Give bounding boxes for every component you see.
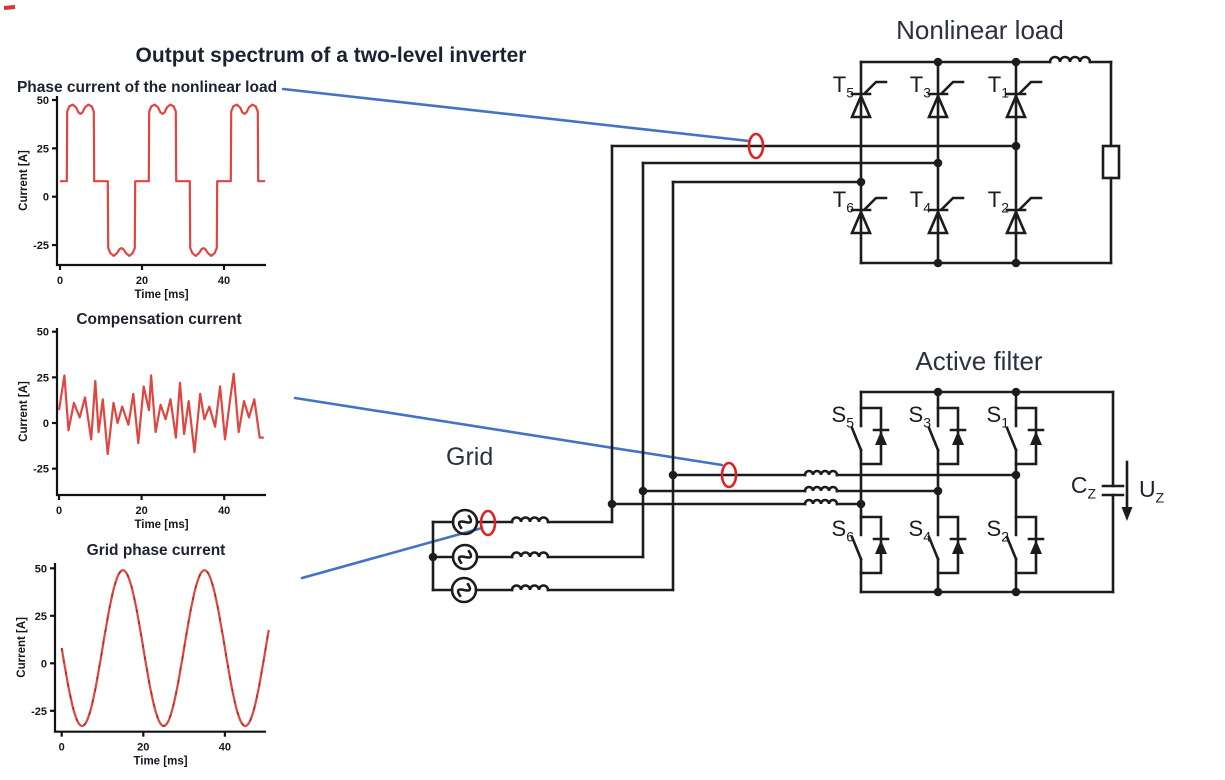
y-axis-label: Current [A]: [18, 381, 30, 442]
chart-axes: [55, 328, 266, 497]
switch-label-S6: S6: [831, 516, 854, 545]
chart-2: 50 25 0 -25 0 20 40 Current [A] Time [ms]: [16, 563, 270, 768]
capacitor-label-base: C: [1070, 472, 1088, 498]
switch-symbol-S5: [850, 406, 890, 466]
thyristor-label-T6: T6: [832, 187, 854, 216]
voltage-label-sub: Z: [1155, 489, 1165, 506]
y-tick-label: 25: [35, 611, 47, 623]
junction-dots: [428, 57, 1021, 597]
y-tick-label: -25: [33, 240, 49, 252]
connector-line-grid: [300, 526, 484, 580]
dc-link-capacitor-label: CZ: [1036, 472, 1096, 502]
x-tick-label: 20: [137, 742, 149, 754]
probe-compensation-current: [720, 461, 738, 489]
thyristor-symbol-T6: [850, 196, 888, 235]
y-tick-label: 25: [37, 372, 49, 384]
nonlinear-load-title: Nonlinear load: [896, 15, 1064, 45]
chart-title-grid-phase-current: Grid phase current: [86, 542, 226, 559]
waveform-series: [57, 372, 264, 456]
switch-symbol-S4: [927, 515, 967, 575]
switch-label-S1: S1: [986, 402, 1009, 431]
stray-mark: [3, 5, 16, 10]
probe-nonlinear-load-current: [747, 132, 765, 160]
capacitor-label-sub: Z: [1087, 485, 1096, 502]
switch-label-S3: S3: [908, 402, 931, 431]
sine-glyph: [457, 549, 473, 565]
thyristor-symbol-T2: [1005, 196, 1043, 235]
thyristor-symbol-T4: [927, 196, 965, 235]
y-tick-label: 50: [35, 563, 47, 575]
voltage-arrow-head: [1121, 507, 1133, 521]
y-tick-label: -25: [33, 464, 49, 476]
x-tick-label: 0: [59, 742, 65, 754]
switch-symbol-S2: [1005, 515, 1045, 575]
grid-circuit: [431, 508, 675, 604]
chart-1: 50 25 0 -25 0 20 40 Current [A] Time [ms]: [18, 327, 266, 531]
y-tick-label: 0: [43, 418, 49, 430]
connector-lines: [281, 87, 751, 580]
chart-0: 50 25 0 -25 0 20 40 Current [A] Time [ms]: [18, 95, 266, 301]
thyristor-label-T3: T3: [909, 72, 931, 101]
switch-symbol-S6: [850, 515, 890, 575]
switch-label-S4: S4: [908, 516, 931, 545]
y-tick-label: 0: [43, 192, 49, 204]
y-axis-label: Current [A]: [16, 617, 28, 678]
x-tick-label: 20: [135, 505, 147, 517]
x-tick-label: 40: [218, 505, 230, 517]
switch-label-S2: S2: [986, 516, 1009, 545]
thyristor-symbol-T3: [927, 80, 965, 119]
waveform-series: [60, 103, 265, 257]
x-axis-label: Time [ms]: [134, 519, 188, 531]
y-axis-label: Current [A]: [18, 150, 30, 211]
voltage-label-base: U: [1139, 476, 1156, 502]
current-probes: [479, 132, 765, 537]
active-filter-circuit: [850, 390, 1133, 594]
load-resistor: [1101, 144, 1121, 180]
thyristor-symbol-T1: [1005, 80, 1043, 119]
main-title: Output spectrum of a two-level inverter: [135, 44, 527, 67]
switch-symbol-S1: [1005, 406, 1045, 466]
probe-grid-current: [479, 509, 497, 537]
sine-glyph: [457, 514, 473, 530]
x-tick-label: 40: [219, 742, 231, 754]
y-tick-label: 0: [41, 658, 47, 670]
x-axis-label: Time [ms]: [133, 756, 187, 768]
waveform-dashed-overlay: [60, 569, 270, 727]
x-axis-label: Time [ms]: [134, 289, 188, 301]
thyristor-label-T5: T5: [832, 72, 854, 101]
x-tick-label: 0: [57, 275, 63, 287]
y-tick-label: 50: [37, 327, 49, 339]
x-tick-label: 20: [136, 275, 148, 287]
thyristor-label-T4: T4: [909, 187, 931, 216]
thyristor-label-T2: T2: [987, 187, 1009, 216]
switch-label-S5: S5: [831, 402, 854, 431]
x-tick-label: 0: [56, 505, 62, 517]
chart-title-compensation-current: Compensation current: [76, 311, 242, 328]
dc-link-voltage-label: UZ: [1139, 476, 1164, 506]
chart-axes: [53, 563, 266, 733]
circuit-diagram: [428, 55, 1133, 604]
x-tick-label: 40: [218, 275, 230, 287]
sine-glyph: [456, 582, 472, 598]
connector-line-compensation: [293, 396, 724, 467]
connector-line-load: [281, 87, 751, 143]
chart-title-nonlinear-load-current: Phase current of the nonlinear load: [16, 79, 278, 96]
y-tick-label: -25: [31, 706, 47, 718]
chart-axes: [55, 96, 266, 267]
active-filter-title: Active filter: [915, 346, 1043, 376]
y-tick-label: 50: [37, 95, 49, 107]
y-tick-label: 25: [37, 143, 49, 155]
thyristor-symbol-T5: [850, 80, 888, 119]
grid-label: Grid: [446, 443, 494, 471]
switch-symbol-S3: [927, 406, 967, 466]
filter-phase-lines: [610, 469, 1018, 506]
thyristor-label-T1: T1: [987, 72, 1009, 101]
